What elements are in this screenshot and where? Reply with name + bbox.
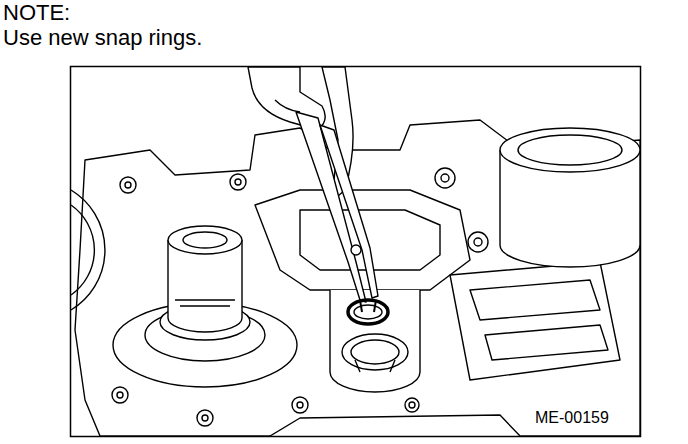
- note-text: Use new snap rings.: [3, 26, 202, 50]
- transmission-case: [71, 67, 640, 436]
- figure-code: ME-00159: [533, 409, 611, 427]
- note-text: NOTE:: [3, 1, 70, 25]
- figure-frame: [71, 67, 641, 437]
